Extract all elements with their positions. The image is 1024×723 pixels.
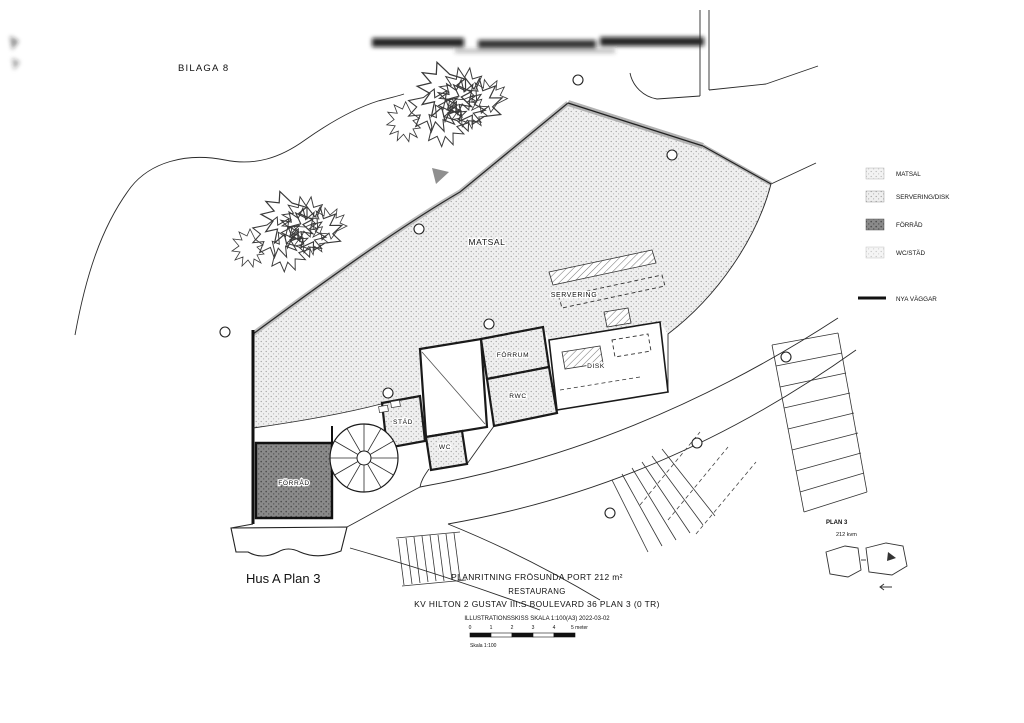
columns <box>219 74 792 519</box>
south-steps <box>395 531 467 587</box>
room-label-forrum: FÖRRUM <box>497 351 530 359</box>
fan-stair <box>611 448 716 553</box>
tree-icon <box>232 184 349 280</box>
column-marker <box>382 387 394 399</box>
key-plan-title: PLAN 3 <box>826 520 848 526</box>
outer-wall-line <box>252 102 569 335</box>
room-label-wc: WC <box>439 444 451 451</box>
legend-swatch-wc <box>865 246 885 259</box>
key-plan-left-wing <box>825 545 862 578</box>
column-marker <box>413 223 425 235</box>
top-right-wall-line <box>702 145 772 185</box>
key-plan-right-wing <box>865 542 908 576</box>
north-arrow-icon <box>879 583 892 591</box>
room-disk <box>548 321 669 411</box>
key-plan-area: 212 kvm <box>836 532 857 538</box>
legend-label: SERVERING/DISK <box>896 194 950 201</box>
rooms <box>254 249 669 520</box>
room-rwc <box>485 365 559 428</box>
scale-tick: 3 <box>532 625 535 631</box>
room-label-disk: DISK <box>587 363 605 370</box>
door-arc-icon <box>629 72 658 100</box>
site-context <box>74 55 510 336</box>
legend-swatch-matsal <box>865 167 885 180</box>
shaft-diagonal <box>421 351 486 425</box>
legend-swatch-forrad <box>865 218 885 231</box>
lower-edge-join <box>419 468 430 488</box>
room-label-servering: SERVERING <box>551 292 598 299</box>
column-marker <box>483 318 495 330</box>
title-block: PLANRITNING FRÖSUNDA PORT 212 m² RESTAUR… <box>414 572 660 622</box>
tree-icon <box>387 55 510 155</box>
scale-tick: 2 <box>511 625 514 631</box>
right-edge <box>667 183 772 392</box>
column-marker <box>666 149 678 161</box>
bilaga-note: BILAGA 8 <box>178 63 229 74</box>
wc-rwc-edge <box>466 425 495 465</box>
scale-label: Skala 1:100 <box>470 643 497 649</box>
title-line3: KV HILTON 2 GUSTAV III:S BOULEVARD 36 PL… <box>414 599 660 609</box>
scale-tick: 0 <box>469 625 472 631</box>
scale-bar: 0 1 2 3 4 5 meter Skala 1:100 <box>469 625 589 649</box>
site-boundary-line <box>74 93 405 336</box>
room-wc <box>424 429 469 472</box>
column-marker <box>572 74 584 86</box>
plan-name: Hus A Plan 3 <box>246 571 320 586</box>
room-label-forrad: FÖRRÅD <box>278 478 309 487</box>
top-wall-line <box>567 102 704 147</box>
matsal-floor-area <box>253 103 771 428</box>
legend-label: WC/STÄD <box>896 249 925 257</box>
legend-swatch-servering <box>865 190 885 203</box>
scale-tick: 5 meter <box>571 625 588 631</box>
room-label-stad: STÄD <box>393 418 413 426</box>
title-line4: ILLUSTRATIONSSKISS SKALA 1:100(A3) 2022-… <box>464 616 610 622</box>
legend-label: MATSAL <box>896 171 921 178</box>
key-plan-highlight <box>887 552 896 561</box>
east-stair <box>771 332 868 513</box>
scan-smudges <box>10 36 704 70</box>
room-forrad <box>254 441 334 520</box>
promenade <box>349 317 868 611</box>
key-plan: PLAN 3 212 kvm <box>825 520 908 591</box>
legend-label: FÖRRÅD <box>896 220 923 229</box>
dashed-stairs <box>639 431 757 535</box>
room-labels: MATSAL SERVERING FÖRRUM DISK RWC STÄD WC… <box>277 236 605 488</box>
room-label-matsal: MATSAL <box>469 237 506 247</box>
column-marker <box>604 507 616 519</box>
tree-shadow-marker <box>432 168 449 184</box>
building-shell <box>251 10 819 524</box>
scale-tick: 4 <box>553 625 556 631</box>
disk-fixtures <box>559 333 652 391</box>
legend: MATSAL SERVERING/DISK FÖRRÅD WC/STÄD NYA… <box>858 167 950 303</box>
title-line2: RESTAURANG <box>508 587 566 596</box>
column-marker <box>691 437 703 449</box>
title-line1: PLANRITNING FRÖSUNDA PORT 212 m² <box>451 572 623 582</box>
legend-label: NYA VÄGGAR <box>896 295 937 303</box>
spiral-stair <box>329 423 399 493</box>
scale-tick: 1 <box>490 625 493 631</box>
inner-curve <box>252 403 382 429</box>
top-right-corridor <box>629 10 819 185</box>
column-marker <box>219 326 231 338</box>
servering-counters <box>548 249 666 328</box>
column-marker <box>780 351 792 363</box>
small-furniture <box>378 399 401 413</box>
entrance-canopy <box>230 486 421 557</box>
room-label-rwc: RWC <box>509 393 526 400</box>
